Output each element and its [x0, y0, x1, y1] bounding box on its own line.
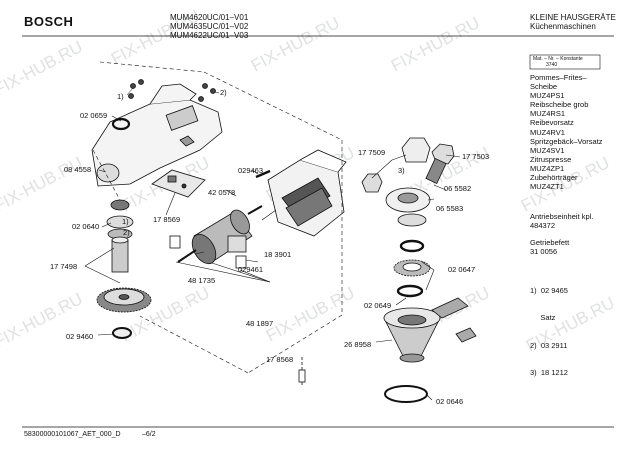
note-line: Satz: [530, 313, 556, 323]
accessory-line: MUZ4RV1: [530, 127, 565, 137]
model-number-1: MUM4620UC/01–V01: [170, 13, 249, 22]
accessory-line: Spritzgebäck–Vorsatz: [530, 136, 603, 146]
main-gear-part: [96, 287, 152, 313]
accessory-line: MUZ4ZP1: [530, 163, 565, 173]
part-label: 02 9460: [66, 332, 94, 341]
accessory-line: MUZ4ZT1: [530, 182, 564, 192]
circuit-board-part: [151, 169, 206, 198]
accessory-line: MUZ4SV1: [530, 145, 565, 155]
part-label: 02 0649: [364, 301, 392, 310]
washer-part: [112, 327, 132, 339]
part-label: 17 8568: [266, 355, 294, 364]
watermark-text: FIX-HUB.RU: [388, 13, 483, 75]
page-number: –6/2: [142, 431, 156, 438]
screw-parts: [128, 79, 216, 102]
clip-part: [431, 297, 477, 343]
accessory-line: Reibevorsatz: [530, 118, 574, 128]
part-label: 02 0659: [80, 111, 108, 120]
part-label: 17 7509: [358, 148, 386, 157]
note-line: 3) 18 1212: [530, 368, 568, 378]
part-label: 08 4558: [64, 165, 92, 174]
part-label: 029463: [238, 166, 264, 175]
screw-part: [255, 169, 271, 179]
watermark-text: FIX-HUB.RU: [0, 289, 86, 351]
category-subtitle: Küchenmaschinen: [530, 22, 596, 31]
motor-part: [169, 205, 263, 269]
drive-rings-part: [393, 239, 431, 298]
drive-unit-label: Antriebseinheit kpl.: [530, 212, 594, 221]
watermark-text: FIX-HUB.RU: [0, 37, 86, 99]
mat-box-frame: [529, 54, 601, 70]
leader-lines-right: [371, 154, 461, 401]
category-title: KLEINE HAUSGERÄTE: [530, 13, 616, 22]
part-label: 42 0578: [208, 188, 236, 197]
part-label: 17 7498: [50, 262, 78, 271]
accessory-line: Zubehörträger: [530, 173, 578, 183]
part-label: 26 8958: [344, 340, 372, 349]
assembly-guide-lines: [92, 61, 343, 374]
watermark-text: FIX-HUB.RU: [248, 13, 343, 75]
part-label: 06 5583: [436, 204, 464, 213]
part-label: 48 1897: [246, 319, 274, 328]
note-line: 2) 03 2911: [530, 340, 568, 350]
note-marker: 2): [220, 88, 227, 97]
note-marker: 2): [123, 228, 130, 237]
part-label: 18 3901: [264, 250, 292, 259]
bearing-stack-part: [106, 199, 134, 273]
part-label: 02 0640: [72, 222, 100, 231]
connector-part: [298, 357, 306, 386]
brand-logo: BOSCH: [24, 14, 74, 29]
accessory-line: Zitruspresse: [530, 154, 572, 164]
document-id: 58300000101067_AET_000_D: [24, 431, 121, 438]
part-label: 48 1735: [188, 276, 216, 285]
accessory-line: Pommes–Frites–: [530, 73, 587, 82]
mat-box-label: Mat. – Nr. – Konstante: [533, 56, 583, 62]
watermark-text: FIX-HUB.RU: [263, 283, 358, 345]
note-marker: 1): [122, 217, 129, 226]
accessory-line: MUZ4PS1: [530, 91, 565, 101]
part-label: 02 0647: [448, 265, 476, 274]
part-label: 17 7503: [462, 152, 490, 161]
note-marker: 3): [398, 166, 405, 175]
fan-housing-part: [267, 149, 347, 237]
model-number-2: MUM4635UC/01–V02: [170, 22, 249, 31]
seal-ring-part: [384, 385, 428, 403]
mat-box-value: 3740: [546, 62, 558, 68]
part-label: 17 8569: [153, 215, 181, 224]
drive-unit-number: 484372: [530, 221, 556, 231]
gearbox-label: Getriebefett: [530, 238, 570, 247]
part-label: 029461: [238, 265, 264, 274]
part-label: 06 5582: [444, 184, 472, 193]
leader-lines: [84, 115, 277, 336]
accessory-line: Reibscheibe grob: [530, 100, 589, 110]
watermark-text: FIX-HUB.RU: [0, 153, 86, 215]
note-line: 1) 02 9465: [530, 286, 568, 296]
accessory-line: MUZ4RS1: [530, 109, 566, 119]
accessories-list: Pommes–Frites– Scheibe MUZ4PS1 Reibschei…: [530, 73, 603, 191]
drive-unit-block: Antriebseinheit kpl. 484372: [530, 212, 593, 230]
gearbox-grease-block: Getriebefett 31 0056: [530, 238, 569, 256]
coupling-part: [361, 137, 455, 227]
motor-housing-part: [91, 83, 223, 187]
gearbox-number: 31 0056: [530, 247, 558, 257]
ring-part: [111, 117, 131, 131]
notes-block: 1) 02 9465 Satz 2) 03 2911 3) 18 1212: [530, 268, 568, 386]
model-number-3: MUM4622UC/01–V03: [170, 31, 249, 40]
accessory-line: Scheibe: [530, 82, 558, 92]
part-label: 02 0646: [436, 397, 464, 406]
funnel-part: [383, 307, 441, 363]
note-marker: 1): [117, 92, 124, 101]
